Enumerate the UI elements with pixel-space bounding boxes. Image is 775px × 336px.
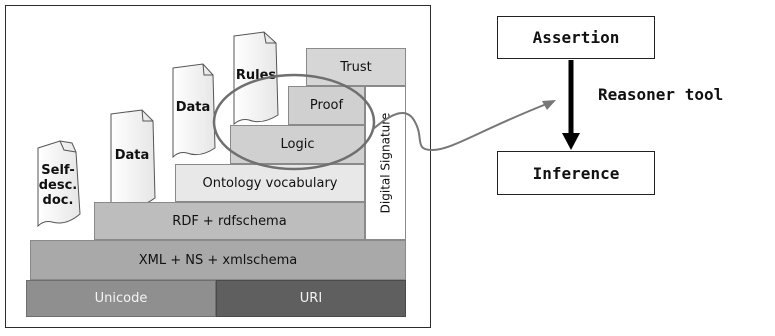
reasoner-tool-label: Reasoner tool [598, 85, 724, 104]
proof-layer: Proof [288, 86, 365, 125]
data-doc-label: Data [114, 147, 150, 163]
self-desc-doc-icon [37, 140, 81, 228]
unicode-layer: Unicode [26, 280, 216, 317]
rules-doc-icon [233, 31, 279, 126]
logic-proof-highlight-ellipse [212, 73, 376, 171]
logic-layer: Logic [230, 125, 365, 164]
reasoner-arrow-head [562, 133, 580, 150]
data-doc-label: Data [175, 99, 211, 115]
xml-layer: XML + NS + xmlschema [30, 240, 406, 280]
uri-layer: URI [216, 280, 406, 317]
connector-arrowhead [542, 100, 556, 110]
connector-curve [371, 102, 550, 152]
trust-layer: Trust [306, 48, 406, 86]
rdf-layer: RDF + rdfschema [94, 202, 365, 240]
inference-box: Inference [497, 151, 655, 195]
assertion-box: Assertion [497, 16, 655, 59]
self-desc-doc-label: Self- desc. doc. [38, 162, 78, 208]
ontology-layer: Ontology vocabulary [175, 164, 365, 202]
data-doc-icon [172, 63, 216, 159]
